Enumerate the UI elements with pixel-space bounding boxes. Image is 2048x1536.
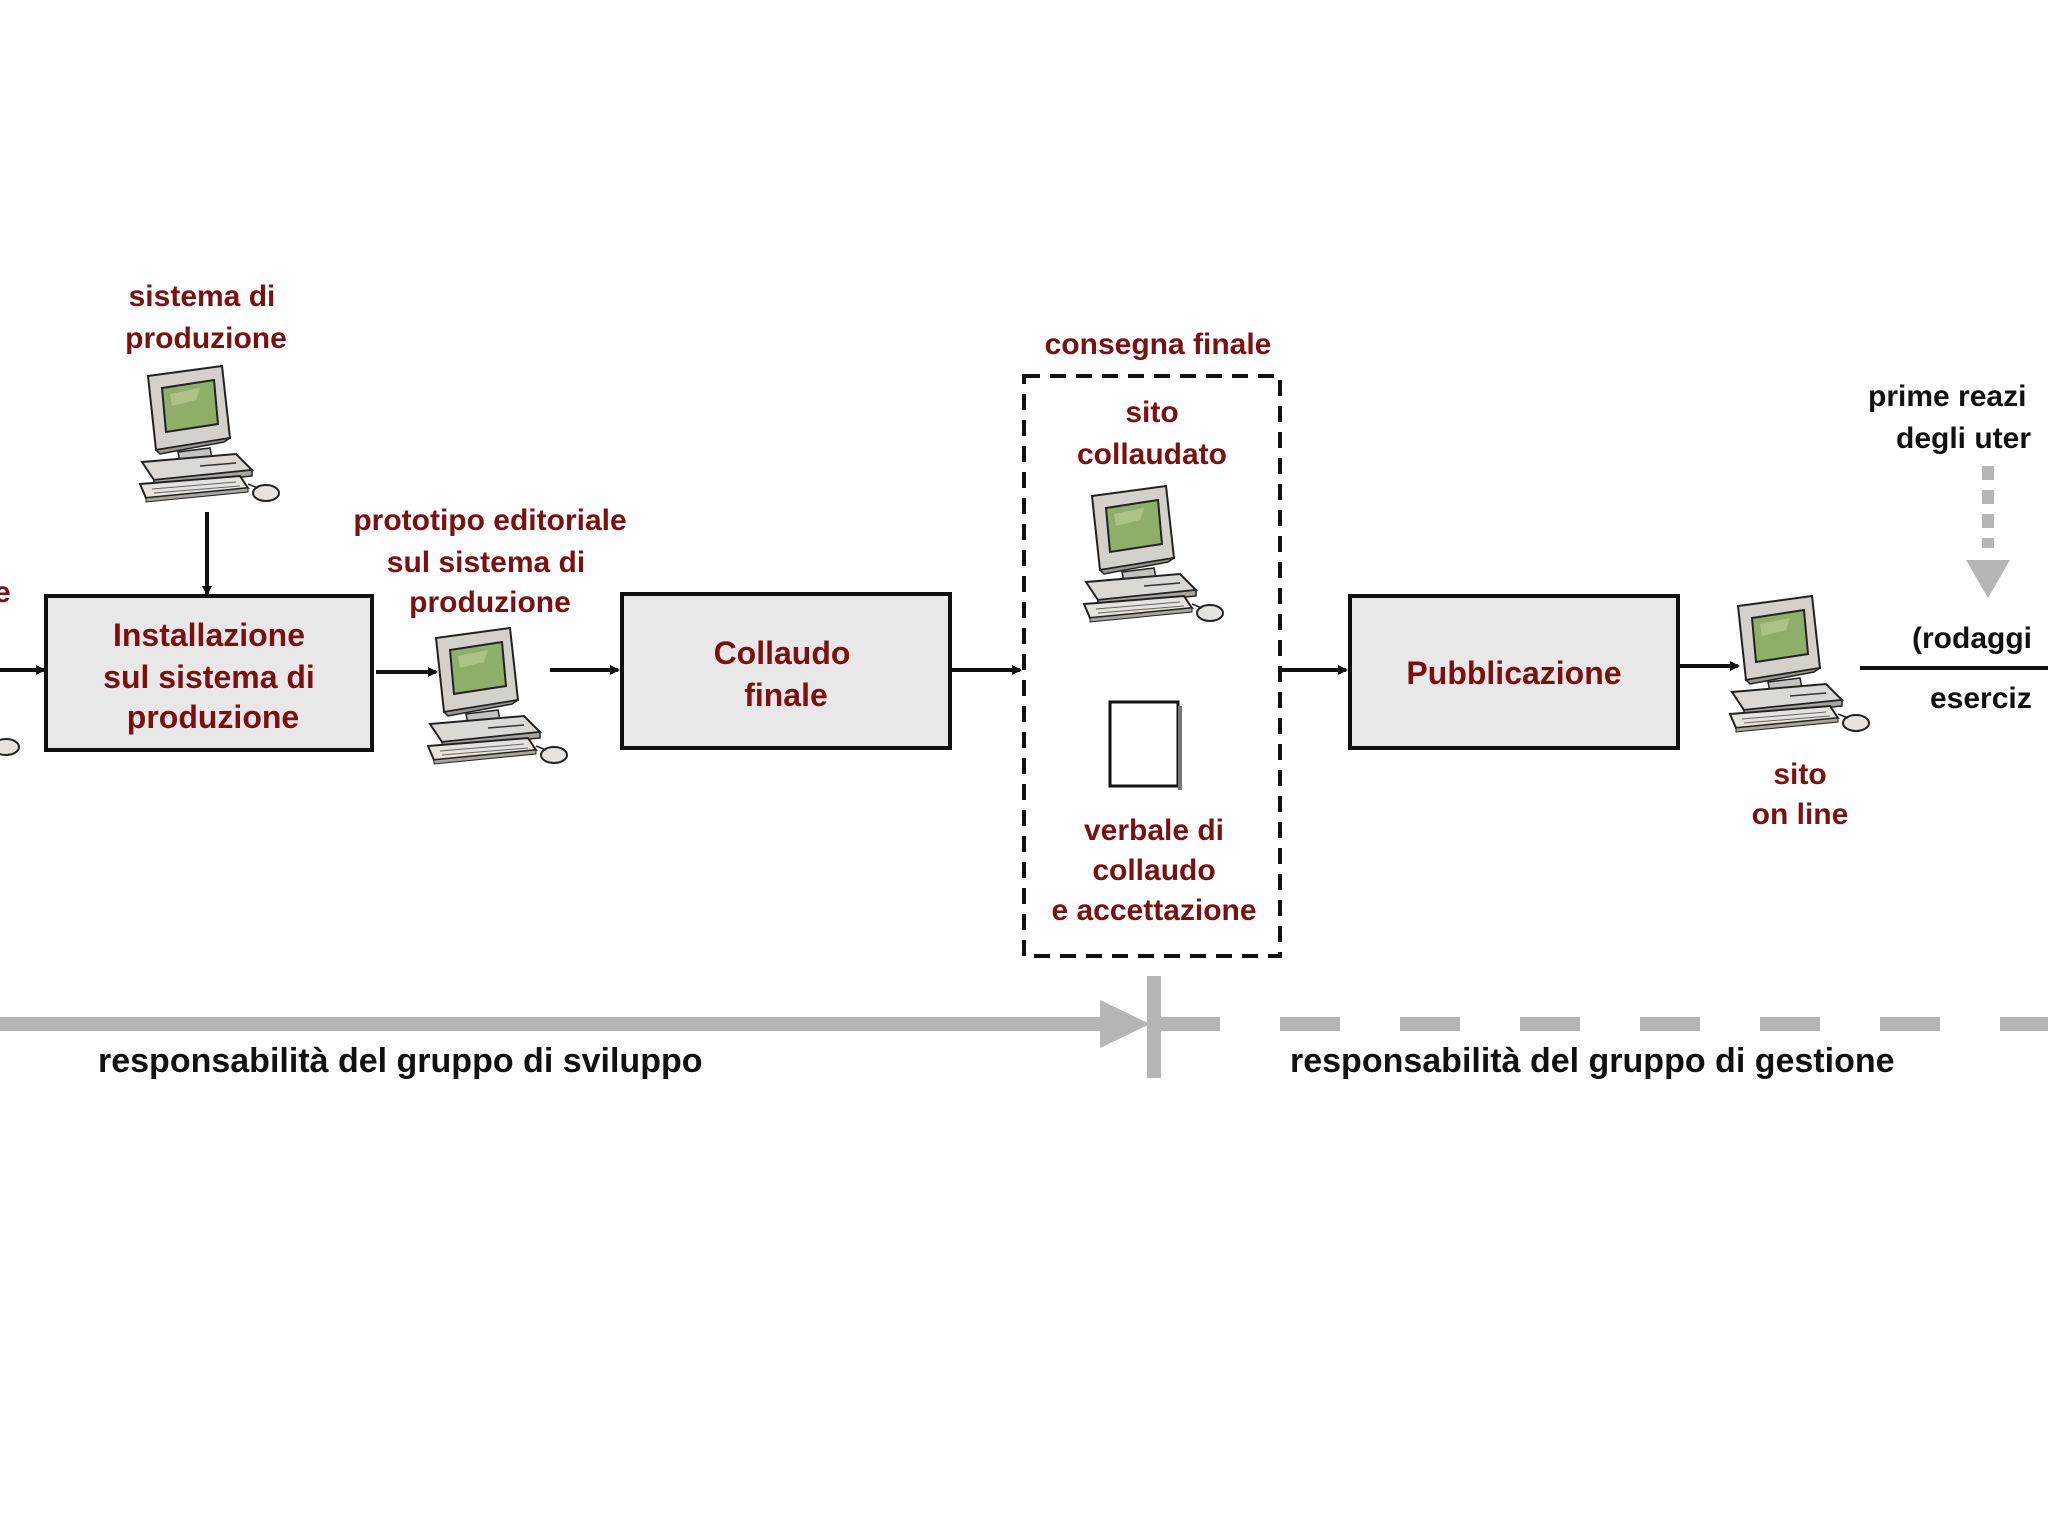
collaudo-line-1: Collaudo — [714, 635, 851, 671]
installazione-line-2: sul sistema di — [103, 659, 315, 695]
computer-icon — [139, 365, 280, 503]
computer-icon — [1729, 595, 1870, 733]
sito-collaudato-label-1: sito — [1125, 396, 1178, 429]
sito-collaudato-label-2: collaudato — [1077, 438, 1227, 471]
sistema-produzione-label-2: produzione — [125, 322, 287, 355]
installazione-line-1: Installazione — [113, 617, 305, 653]
prime-reazioni-label-2: degli uter — [1896, 422, 2031, 455]
computer-icon — [0, 619, 20, 757]
esercizio-label: eserciz — [1930, 682, 2032, 715]
prototipo-label-2: sul sistema di — [387, 546, 585, 579]
gestione-label: responsabilità del gruppo di gestione — [1290, 1042, 1895, 1080]
left-fragment-label: e — [0, 576, 11, 609]
prototipo-label-1: prototipo editoriale — [353, 504, 626, 537]
consegna-finale-label: consegna finale — [1045, 328, 1272, 361]
collaudo-line-2: finale — [744, 677, 828, 713]
installazione-box — [44, 594, 374, 752]
prototipo-label-3: produzione — [409, 586, 571, 619]
rodaggio-label: (rodaggi — [1912, 622, 2032, 655]
sito-online-label-1: sito — [1773, 758, 1826, 791]
installazione-line-3: produzione — [127, 699, 299, 735]
collaudo-box — [620, 592, 952, 750]
document-shadow — [1178, 706, 1182, 790]
pubblicazione-label: Pubblicazione — [1406, 655, 1621, 691]
feedback-arrowhead — [1966, 560, 2010, 598]
prime-reazioni-label-1: prime reazi — [1868, 380, 2026, 413]
pubblicazione-box — [1348, 594, 1680, 750]
consegna-finale-group — [1022, 374, 1282, 958]
sistema-produzione-label-1: sistema di — [129, 280, 276, 313]
sito-online-label-2: on line — [1752, 798, 1849, 831]
sviluppo-arrowhead — [1100, 1000, 1150, 1048]
computer-icon — [1083, 485, 1224, 623]
verbale-label-1: verbale di — [1084, 814, 1224, 847]
sviluppo-label: responsabilità del gruppo di sviluppo — [98, 1042, 703, 1080]
verbale-label-3: e accettazione — [1051, 894, 1256, 927]
computer-icon — [427, 627, 568, 765]
document-icon — [1108, 700, 1180, 788]
verbale-label-2: collaudo — [1092, 854, 1215, 887]
